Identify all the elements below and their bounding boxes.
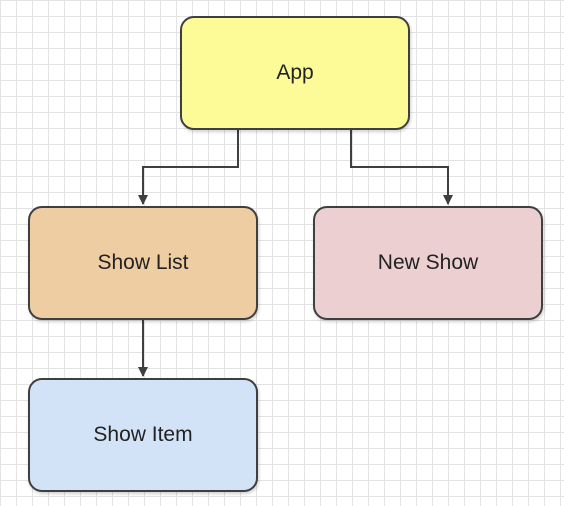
node-show-list-label: Show List (97, 251, 189, 274)
node-show-item-label: Show Item (93, 423, 193, 446)
edge-app-to-show-list (138, 130, 239, 205)
node-show-list[interactable]: Show List (28, 206, 258, 320)
node-new-show[interactable]: New Show (313, 206, 543, 320)
node-show-item[interactable]: Show Item (28, 378, 258, 492)
edge-app-to-new-show (350, 130, 453, 205)
node-new-show-label: New Show (377, 251, 479, 274)
node-app-label: App (276, 61, 314, 84)
node-app[interactable]: App (180, 16, 410, 130)
